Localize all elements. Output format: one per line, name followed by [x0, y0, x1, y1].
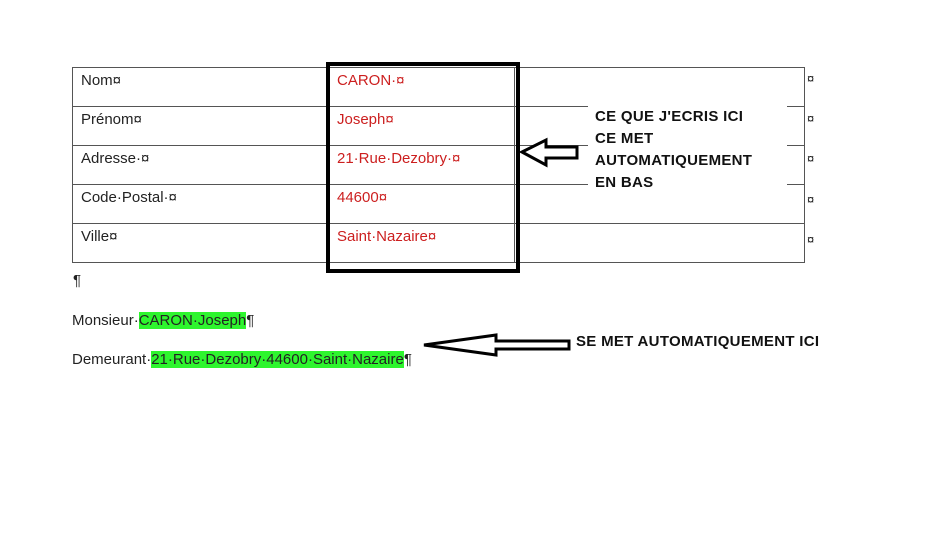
empty-paragraph: ¶	[73, 272, 82, 289]
paragraph-mark: ¶	[403, 351, 412, 368]
paragraph-monsieur[interactable]: Monsieur·CARON·Joseph¶	[72, 312, 254, 329]
table-value[interactable]: 21·Rue·Dezobry·¤	[328, 145, 515, 185]
table-label: Ville¤	[72, 223, 329, 263]
end-of-row-mark: ¤	[807, 192, 815, 207]
table-label: Nom¤	[72, 67, 329, 107]
annotation-line: CE MET	[595, 130, 654, 147]
end-of-row-mark: ¤	[807, 111, 815, 126]
table-label: Prénom¤	[72, 106, 329, 146]
table-row: Code·Postal·¤ 44600¤	[72, 184, 805, 224]
end-of-row-mark: ¤	[807, 71, 815, 86]
annotation-top: CE QUE J'ECRIS ICI CE MET AUTOMATIQUEMEN…	[588, 106, 787, 191]
end-of-row-mark: ¤	[807, 232, 815, 247]
highlighted-field: 21·Rue·Dezobry·44600·Saint·Nazaire	[151, 351, 404, 368]
paragraph-text: Demeurant·	[72, 351, 152, 368]
left-arrow-icon	[518, 137, 579, 168]
annotation-line: CE QUE J'ECRIS ICI	[595, 108, 744, 125]
annotation-line: AUTOMATIQUEMENT	[595, 152, 753, 169]
end-of-row-mark: ¤	[807, 151, 815, 166]
left-arrow-icon	[423, 333, 571, 357]
annotation-line: EN BAS	[595, 174, 654, 191]
form-table: Nom¤ CARON·¤ Prénom¤ Joseph¤ Adresse·¤ 2…	[72, 67, 805, 263]
table-value[interactable]: CARON·¤	[328, 67, 515, 107]
table-label: Code·Postal·¤	[72, 184, 329, 224]
paragraph-demeurant[interactable]: Demeurant·21·Rue·Dezobry·44600·Saint·Naz…	[72, 351, 412, 368]
annotation-bottom: SE MET AUTOMATIQUEMENT ICI	[576, 333, 820, 350]
table-empty-cell[interactable]	[514, 223, 805, 263]
column-highlight-box	[326, 62, 520, 273]
table-value[interactable]: Saint·Nazaire¤	[328, 223, 515, 263]
paragraph-mark: ¶	[246, 312, 255, 329]
table-row: Ville¤ Saint·Nazaire¤	[72, 223, 805, 263]
table-value[interactable]: 44600¤	[328, 184, 515, 224]
table-row: Nom¤ CARON·¤	[72, 67, 805, 107]
highlighted-field: CARON·Joseph	[138, 312, 247, 329]
paragraph-text: Monsieur·	[72, 312, 139, 329]
